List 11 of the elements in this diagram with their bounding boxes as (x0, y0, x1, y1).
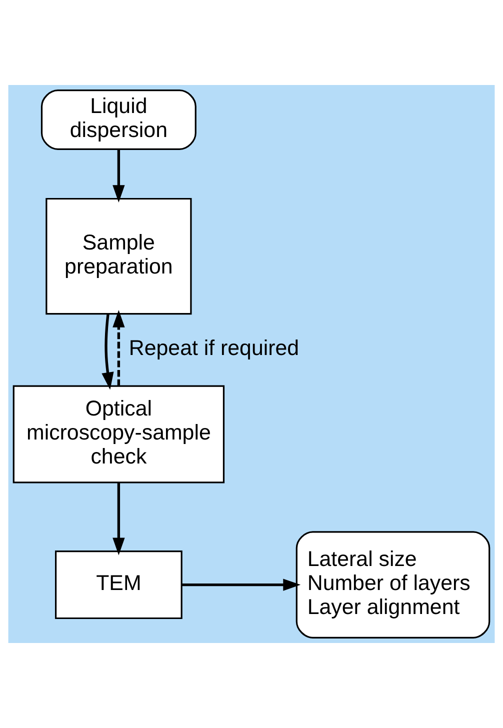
node-box: TEM (55, 550, 182, 620)
arrow (182, 578, 301, 591)
node-box: Sample preparation (46, 198, 192, 315)
node-box: Lateral size Number of layers Layer alignment (296, 531, 490, 638)
edge-label: Repeat if required (128, 336, 300, 360)
node-box: Optical microscopy-sample check (12, 385, 225, 484)
arrow (112, 150, 125, 203)
arrow (112, 482, 125, 556)
node-box: Liquid dispersion (40, 90, 196, 150)
arrow (112, 310, 125, 386)
arrow (102, 314, 114, 390)
